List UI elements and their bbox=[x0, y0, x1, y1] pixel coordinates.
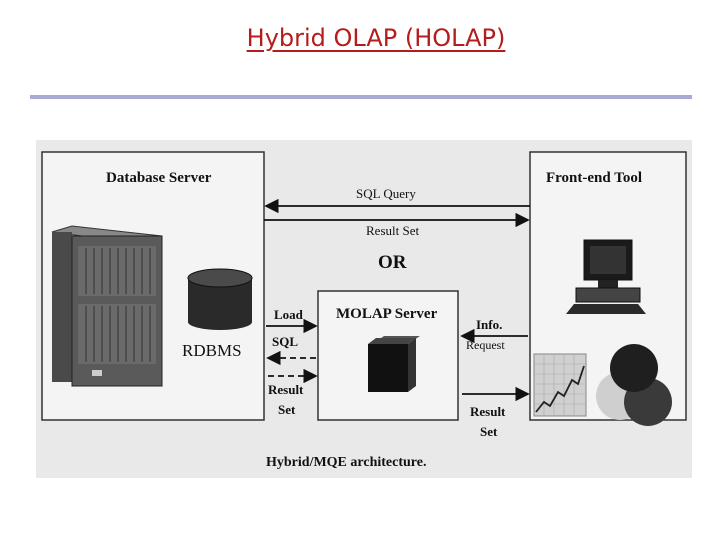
result-right-label: Result bbox=[470, 404, 506, 419]
rdbms-label: RDBMS bbox=[182, 341, 242, 360]
architecture-figure: Database Server bbox=[36, 140, 692, 478]
load-label: Load bbox=[274, 307, 304, 322]
result-left-label: Result bbox=[268, 382, 304, 397]
result-set-top-label: Result Set bbox=[366, 223, 419, 238]
title-divider bbox=[30, 95, 692, 99]
pie-chart-icon bbox=[596, 344, 672, 426]
architecture-diagram: Database Server bbox=[41, 151, 687, 470]
server-rack-icon bbox=[51, 225, 163, 387]
slide-title: Hybrid OLAP (HOLAP) bbox=[246, 24, 506, 52]
front-end-tool-label: Front-end Tool bbox=[546, 170, 642, 186]
set-left-label: Set bbox=[278, 402, 296, 417]
database-server-label: Database Server bbox=[106, 170, 212, 186]
or-label: OR bbox=[378, 252, 407, 273]
molap-server-label: MOLAP Server bbox=[336, 306, 438, 322]
sql-label: SQL bbox=[272, 334, 298, 349]
line-chart-icon bbox=[533, 353, 587, 417]
computer-icon bbox=[566, 239, 646, 314]
figure-caption: Hybrid/MQE architecture. bbox=[266, 455, 426, 470]
sql-query-label: SQL Query bbox=[356, 186, 416, 201]
request-label: Request bbox=[466, 338, 505, 352]
data-cube-icon bbox=[368, 336, 420, 392]
database-cylinder-icon bbox=[187, 268, 253, 330]
info-label: Info. bbox=[476, 317, 502, 332]
set-right-label: Set bbox=[480, 424, 498, 439]
